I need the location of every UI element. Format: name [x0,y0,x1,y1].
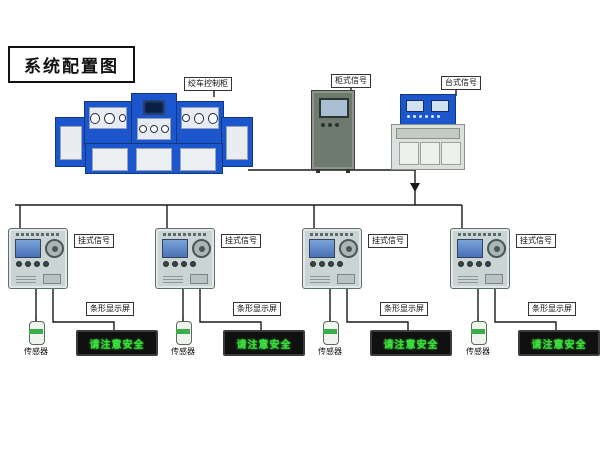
page-title: 系统配置图 [8,46,135,83]
hanging-signal-label: 挂式信号 [516,234,556,248]
led-bar-display: 请注意安全 [518,330,600,356]
cabinet-button [321,123,325,127]
speaker-icon [487,239,506,258]
wall-signal-box [450,228,510,289]
console-center-panel [131,93,177,145]
gauge-icon [182,114,190,122]
console-right-wing [221,117,253,167]
console-left-panel [84,101,132,145]
desk-panel [400,94,456,126]
gauge-icon [193,112,204,124]
led-display-text: 请注意安全 [531,339,587,351]
gauge-icon [104,112,115,124]
signal-cabinet [311,90,355,173]
led-display-text: 请注意安全 [236,339,292,351]
console-left-wing [55,117,87,167]
sensor-label: 传感器 [466,347,490,356]
signal-box-screen [15,239,41,258]
signal-station-2: 挂式信号 条形显示屏 传感器 请注意安全 [155,228,305,368]
desk-body [391,124,465,170]
desk-door [441,142,461,165]
console-door [92,148,128,171]
led-bar-display: 请注意安全 [370,330,452,356]
console-door [180,148,216,171]
wall-signal-box [155,228,215,289]
gauge-icon [118,114,126,122]
sensor-device [322,316,339,346]
hanging-signal-label: 挂式信号 [221,234,261,248]
led-bar-display: 请注意安全 [76,330,158,356]
winch-console-label: 绞车控制柜 [184,77,232,91]
signal-box-screen [309,239,335,258]
console-door [136,148,172,171]
sensor-label: 传感器 [24,347,48,356]
wall-signal-box [302,228,362,289]
gauge-icon [150,125,158,133]
signal-station-3: 挂式信号 条形显示屏 传感器 请注意安全 [302,228,452,368]
speaker-icon [339,239,358,258]
signal-station-4: 挂式信号 条形显示屏 传感器 请注意安全 [450,228,600,368]
cabinet-leg [346,169,350,173]
bar-display-label: 条形显示屏 [528,302,576,316]
winch-control-console [55,93,253,174]
desk-screen [406,100,424,112]
grille-icon [16,274,36,283]
led-display-text: 请注意安全 [89,339,145,351]
desk-door [399,142,419,165]
cabinet-screen [319,98,349,118]
desk-screen [431,100,449,112]
sensor-device [28,316,45,346]
gauge-icon [90,112,101,124]
led-display-text: 请注意安全 [383,339,439,351]
desk-keyboard-shelf [396,128,460,139]
signal-station-1: 挂式信号 条形显示屏 传感器 请注意安全 [8,228,158,368]
cabinet-button [328,123,332,127]
grille-icon [458,274,478,283]
hanging-signal-label: 挂式信号 [368,234,408,248]
gauge-icon [161,125,169,133]
gauge-icon [207,112,218,124]
desk-signal-console [391,94,465,170]
signal-box-screen [457,239,483,258]
desk-signal-label: 台式信号 [441,76,481,90]
cabinet-signal-label: 柜式信号 [331,74,371,88]
console-screen [143,100,165,115]
sensor-label: 传感器 [171,347,195,356]
desk-door [420,142,440,165]
grille-icon [310,274,330,283]
signal-box-screen [162,239,188,258]
bar-display-label: 条形显示屏 [233,302,281,316]
gauge-icon [139,125,147,133]
grille-icon [163,274,183,283]
bar-display-label: 条形显示屏 [380,302,428,316]
speaker-icon [45,239,64,258]
console-right-panel [176,101,224,145]
cabinet-button [335,123,339,127]
sensor-device [175,316,192,346]
sensor-label: 传感器 [318,347,342,356]
hanging-signal-label: 挂式信号 [74,234,114,248]
sensor-device [470,316,487,346]
led-bar-display: 请注意安全 [223,330,305,356]
down-arrowhead [410,183,420,192]
bar-display-label: 条形显示屏 [86,302,134,316]
wall-signal-box [8,228,68,289]
console-base [85,143,223,174]
speaker-icon [192,239,211,258]
cabinet-leg [316,169,320,173]
